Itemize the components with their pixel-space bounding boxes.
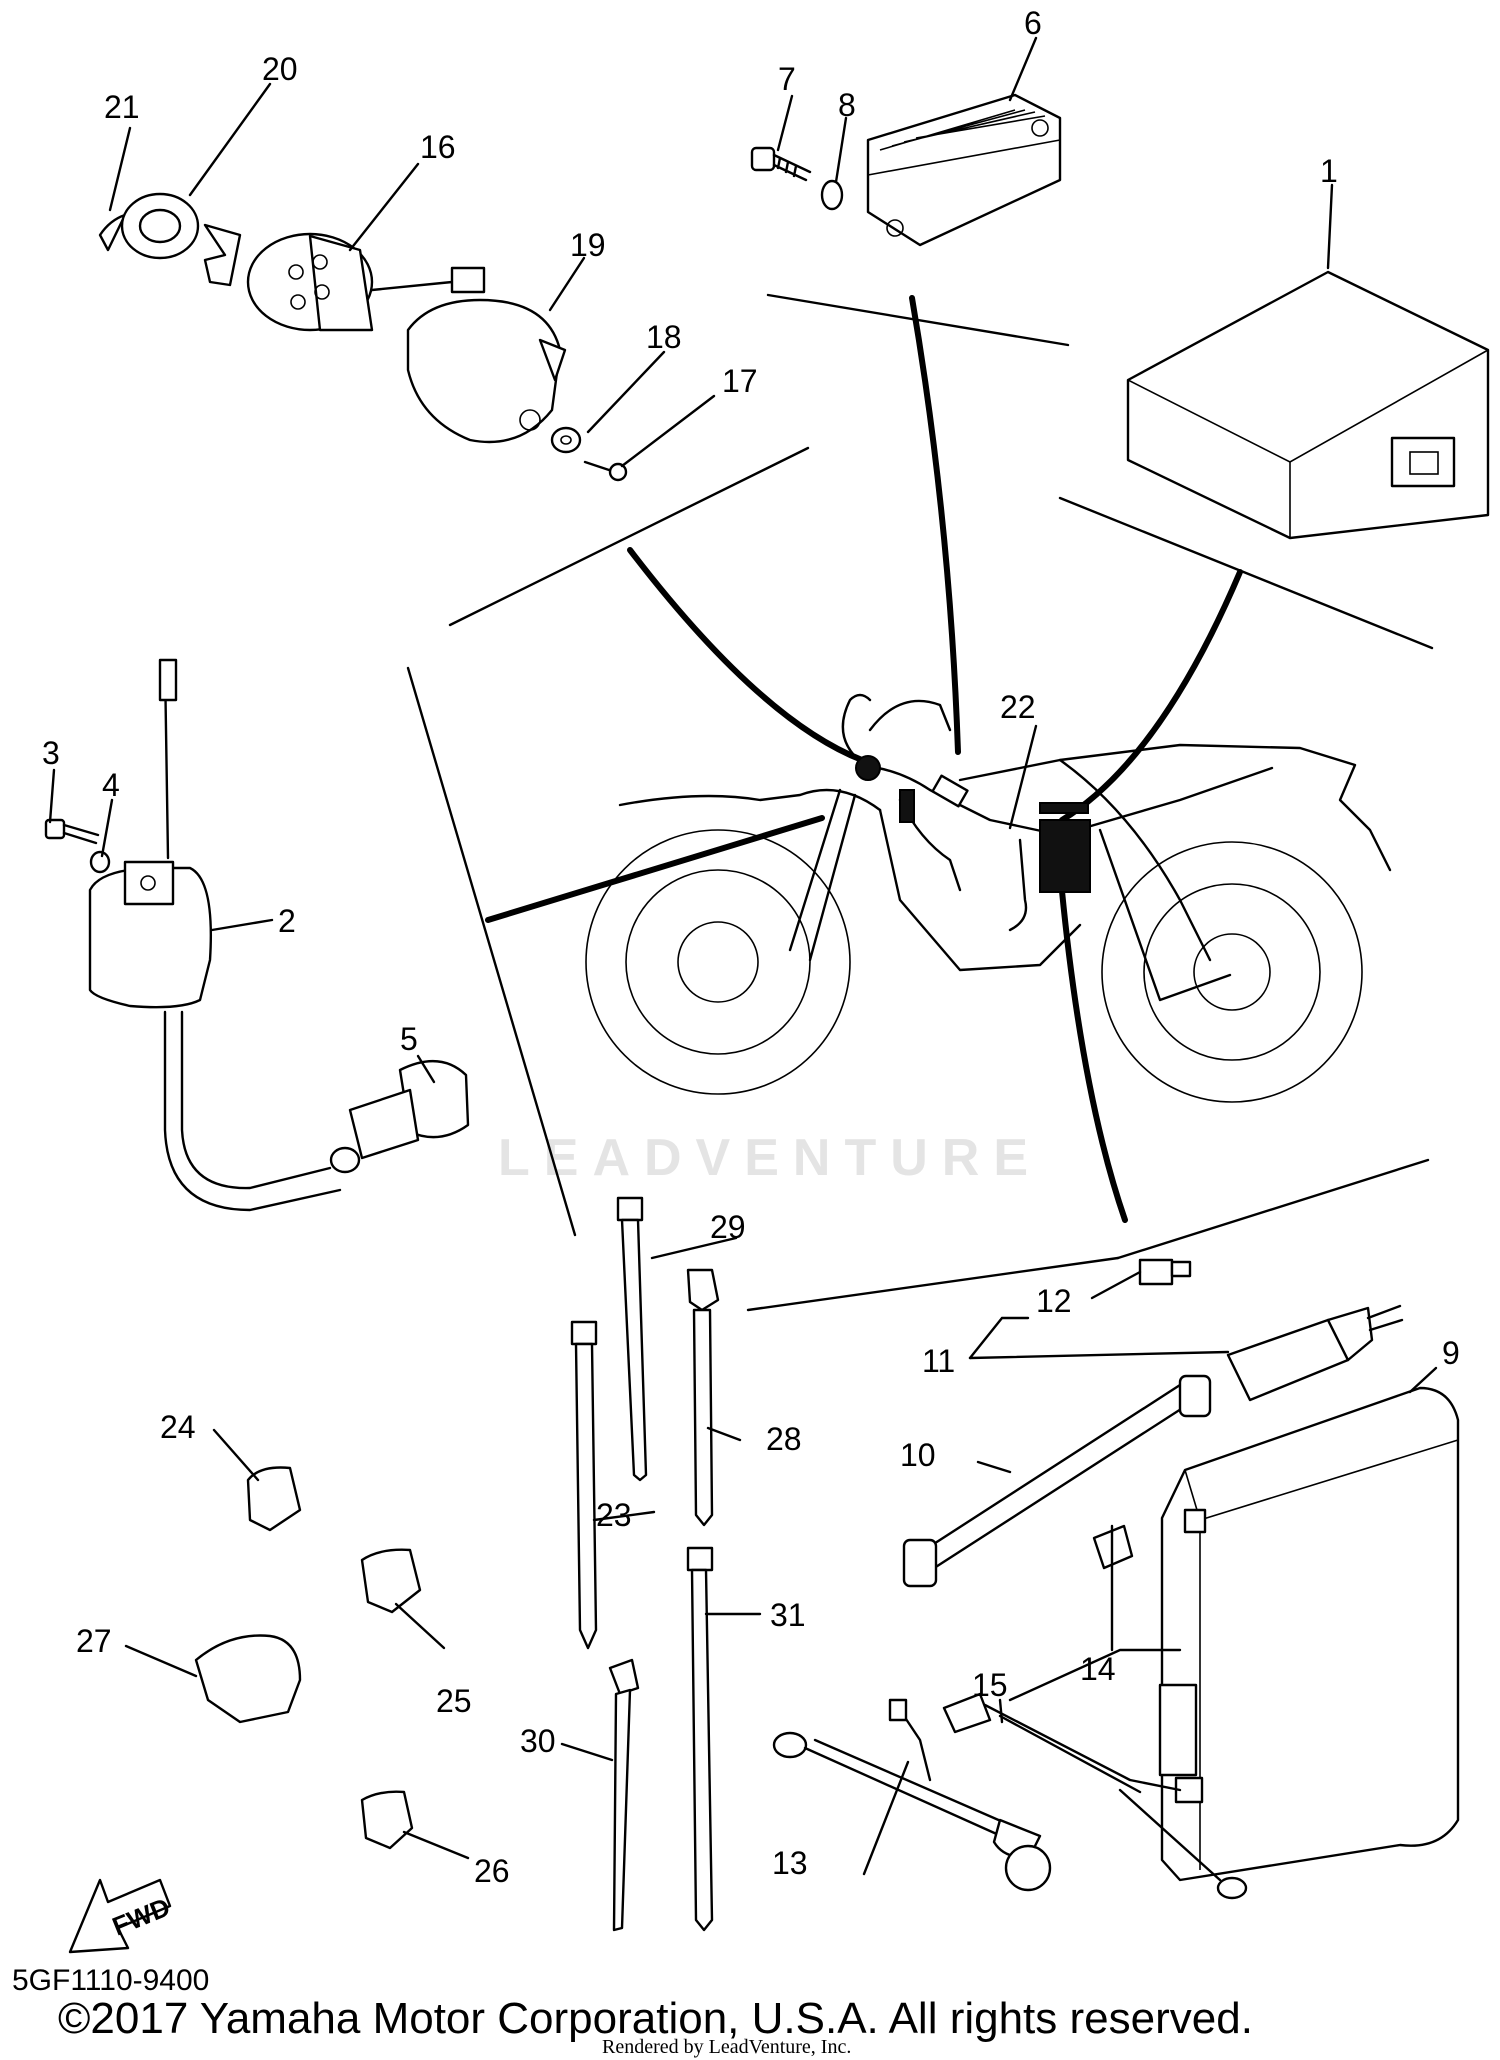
callout-5: 5 xyxy=(400,1021,418,1057)
callout-10: 10 xyxy=(900,1437,936,1473)
callout-16: 16 xyxy=(420,129,456,165)
callout-14: 14 xyxy=(1080,1651,1116,1687)
callout-27: 27 xyxy=(76,1623,112,1659)
main-switch-cover xyxy=(406,298,628,482)
callout-24: 24 xyxy=(160,1409,196,1445)
callout-3: 3 xyxy=(42,735,60,771)
cable-ties xyxy=(570,1196,720,1932)
callout-7: 7 xyxy=(778,61,796,97)
fuse-holder xyxy=(1138,1258,1404,1402)
callout-numbers: 1 2 3 4 5 6 7 8 9 10 11 12 13 14 15 16 1… xyxy=(42,5,1460,1942)
main-switch xyxy=(98,192,486,332)
battery-cables xyxy=(772,1524,1248,1900)
callout-15: 15 xyxy=(972,1667,1008,1703)
bolt-and-washer-6 xyxy=(750,146,844,211)
callout-leaders xyxy=(48,36,1438,1876)
spark-plug-cap xyxy=(329,1059,470,1174)
callout-31: 31 xyxy=(770,1597,806,1633)
leadventure-watermark: LEADVENTURE xyxy=(498,1129,1043,1187)
copyright-notice: ©2017 Yamaha Motor Corporation, U.S.A. A… xyxy=(58,1994,1253,2043)
ignition-coil xyxy=(44,658,342,1212)
catalog-code: 5GF1110-9400 xyxy=(12,1964,210,1997)
callout-17: 17 xyxy=(722,363,758,399)
rectifier-regulator xyxy=(866,93,1062,247)
callout-28: 28 xyxy=(766,1421,802,1457)
fwd-arrow xyxy=(68,1878,172,1954)
callout-9: 9 xyxy=(1442,1335,1460,1371)
callout-12: 12 xyxy=(1036,1283,1072,1319)
callout-1: 1 xyxy=(1320,153,1338,189)
battery xyxy=(1158,1386,1460,1882)
callout-19: 19 xyxy=(570,227,606,263)
callout-13: 13 xyxy=(772,1845,808,1881)
callout-4: 4 xyxy=(102,767,120,803)
wire-harness xyxy=(841,693,1274,932)
callout-11: 11 xyxy=(922,1343,955,1379)
callout-6: 6 xyxy=(1024,5,1042,41)
rendered-by-credit: Rendered by LeadVenture, Inc. xyxy=(602,2036,852,2058)
callout-29: 29 xyxy=(710,1209,746,1245)
callout-21: 21 xyxy=(104,89,140,125)
callout-2: 2 xyxy=(278,903,296,939)
callout-8: 8 xyxy=(838,87,856,123)
callout-23: 23 xyxy=(596,1497,632,1533)
wire-clamps xyxy=(194,1466,422,1850)
callout-26: 26 xyxy=(474,1853,510,1889)
callout-20: 20 xyxy=(262,51,298,87)
motorcycle-outline xyxy=(585,699,1392,1103)
callout-30: 30 xyxy=(520,1723,556,1759)
section-lines xyxy=(406,293,1434,1312)
cdi-unit xyxy=(1126,270,1490,540)
callout-18: 18 xyxy=(646,319,682,355)
callout-25: 25 xyxy=(436,1683,472,1719)
callout-22: 22 xyxy=(1000,689,1036,725)
battery-band xyxy=(902,1374,1212,1588)
